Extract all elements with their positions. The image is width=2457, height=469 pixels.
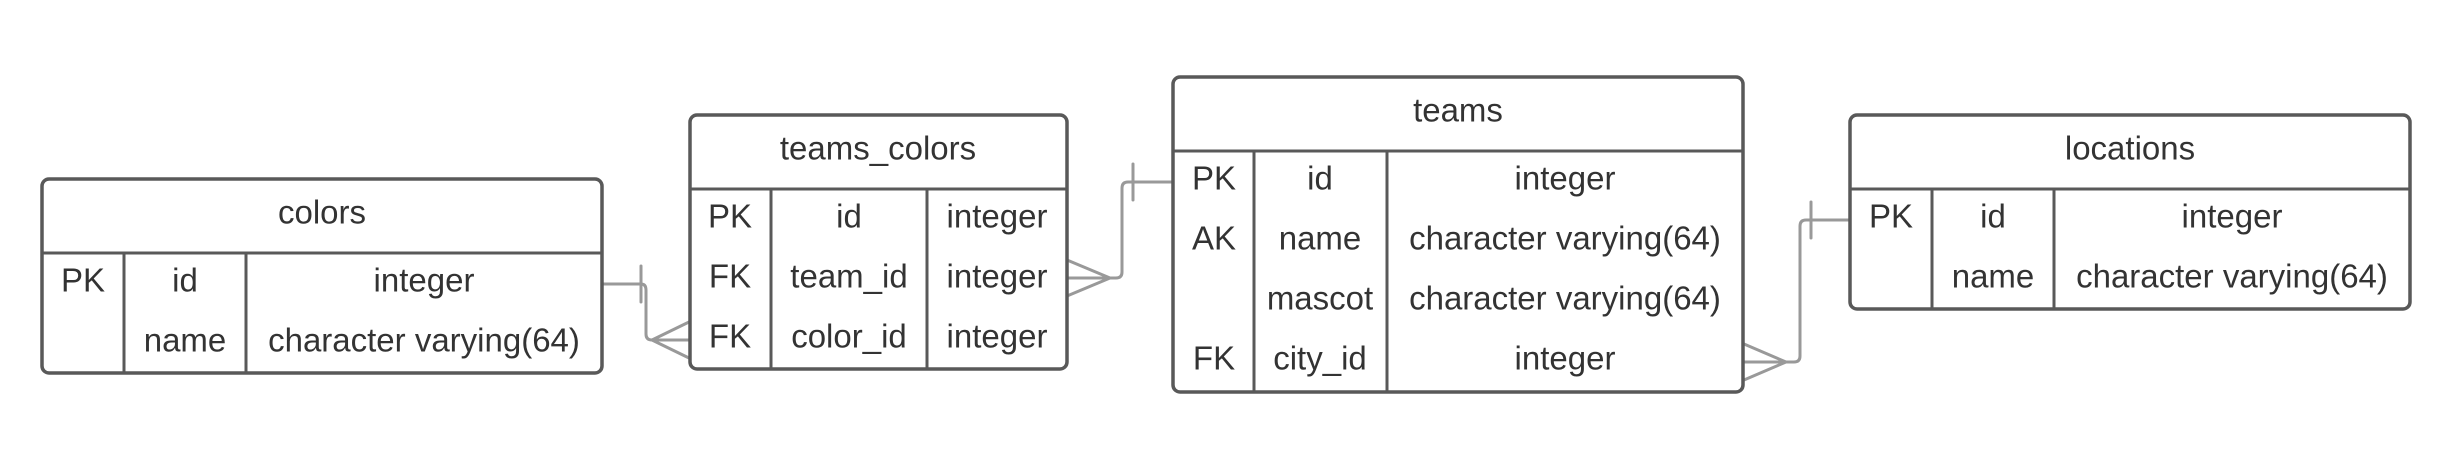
relationship-teams-teams-colors [1065,162,1174,298]
type-cell: integer [947,198,1048,235]
type-cell: integer [1515,340,1616,377]
column-cell: name [1279,220,1362,257]
key-cell: PK [61,262,105,299]
crow-foot [1742,342,1788,382]
type-cell: character varying(64) [1409,220,1721,257]
column-cell: id [1307,160,1333,197]
crow-foot [650,320,691,360]
table-row: name character varying(64) [144,322,580,359]
table-row: PK id integer [708,198,1047,235]
type-cell: integer [2182,198,2283,235]
column-cell: id [172,262,198,299]
table-title: locations [2065,130,2195,167]
table-colors[interactable]: colors PK id integer name character vary… [40,177,604,375]
table-title: colors [278,194,366,231]
table-teams-colors[interactable]: teams_colors PK id integer FK team_id in… [688,113,1069,371]
table-row: FK color_id integer [709,318,1048,355]
relationship-colors-teams-colors [601,264,691,360]
key-cell: PK [1192,160,1236,197]
column-cell: city_id [1273,340,1367,377]
table-row: mascot character varying(64) [1267,280,1721,317]
column-cell: name [144,322,227,359]
table-row: name character varying(64) [1952,258,2388,295]
table-title: teams [1413,92,1503,129]
column-cell: name [1952,258,2035,295]
table-title: teams_colors [780,130,976,167]
table-teams[interactable]: teams PK id integer AK name character va… [1171,75,1745,394]
type-cell: integer [947,258,1048,295]
table-row: FK city_id integer [1193,340,1616,377]
key-cell: PK [1869,198,1913,235]
table-row: AK name character varying(64) [1192,220,1721,257]
key-cell: AK [1192,220,1236,257]
table-row: PK id integer [1869,198,2282,235]
column-cell: id [836,198,862,235]
type-cell: integer [374,262,475,299]
column-cell: team_id [790,258,907,295]
relationship-locations-teams [1742,200,1851,382]
type-cell: integer [1515,160,1616,197]
crow-foot [1065,258,1112,298]
key-cell: FK [709,258,751,295]
column-cell: mascot [1267,280,1373,317]
table-locations[interactable]: locations PK id integer name character v… [1848,113,2412,311]
column-cell: color_id [791,318,907,355]
column-cell: id [1980,198,2006,235]
type-cell: integer [947,318,1048,355]
type-cell: character varying(64) [1409,280,1721,317]
table-row: PK id integer [61,262,474,299]
type-cell: character varying(64) [268,322,580,359]
table-row: PK id integer [1192,160,1615,197]
table-row: FK team_id integer [709,258,1048,295]
key-cell: FK [709,318,751,355]
type-cell: character varying(64) [2076,258,2388,295]
key-cell: PK [708,198,752,235]
key-cell: FK [1193,340,1235,377]
